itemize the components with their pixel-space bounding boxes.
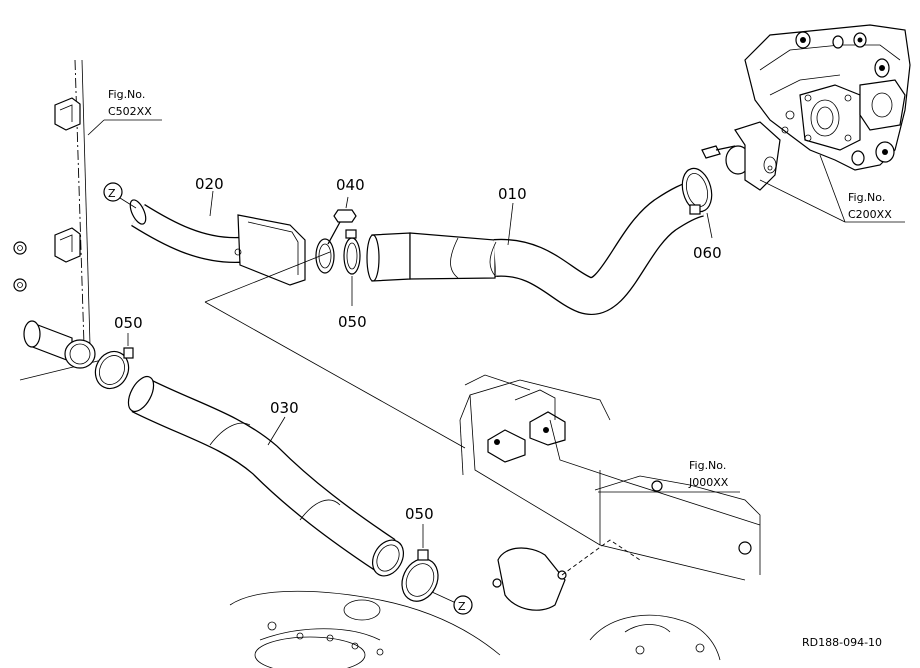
leader-z-to-frame: [204, 251, 331, 303]
frame-bracket-left: [13, 59, 111, 381]
label-050-left: 050: [114, 314, 143, 332]
marker-z-bottom-text: Z: [458, 600, 466, 613]
pump-fitting: [701, 121, 781, 191]
label-020: 020: [195, 175, 224, 193]
fig-ref-c502[interactable]: Fig.No. C502XX: [87, 88, 162, 136]
label-050-bottom: 050: [405, 505, 434, 523]
label-030: 030: [270, 399, 299, 417]
hose-clamp-050-mid[interactable]: 050: [338, 229, 367, 331]
drawing-code: RD188-094-10: [802, 636, 882, 649]
label-040: 040: [336, 176, 365, 194]
marker-z-top-text: Z: [108, 187, 116, 200]
fig-ref-c502-line2: C502XX: [108, 105, 152, 118]
callout-020[interactable]: 020: [195, 175, 224, 217]
callout-030[interactable]: 030: [267, 399, 299, 446]
fig-ref-j000[interactable]: Fig.No. J000XX: [598, 459, 740, 493]
fig-ref-c200-line1: Fig.No.: [848, 191, 885, 204]
hydraulic-pump-assembly: [744, 24, 911, 171]
hose-020[interactable]: [127, 198, 335, 286]
label-050-mid: 050: [338, 313, 367, 331]
fig-ref-c200-line2: C200XX: [848, 208, 892, 221]
fig-ref-j000-line2: J000XX: [688, 476, 729, 489]
fig-ref-c200[interactable]: Fig.No. C200XX: [759, 154, 905, 223]
fig-ref-j000-line1: Fig.No.: [689, 459, 726, 472]
fig-ref-c502-line1: Fig.No.: [108, 88, 145, 101]
hose-clamp-050-left[interactable]: 050: [89, 314, 143, 394]
connection-marker-z-bottom: Z: [431, 591, 473, 615]
hose-010[interactable]: [366, 179, 705, 315]
hose-030[interactable]: [123, 373, 409, 582]
leader-frame-diagonal: [204, 301, 466, 449]
label-060: 060: [693, 244, 722, 262]
main-frame: [229, 374, 761, 668]
bolt-040[interactable]: 040: [327, 176, 365, 245]
label-010: 010: [498, 185, 527, 203]
pipe-stub-left: [23, 320, 96, 369]
callout-010[interactable]: 010: [498, 185, 527, 246]
connection-marker-z-top: Z: [103, 182, 137, 209]
hose-clamp-060[interactable]: 060: [678, 165, 722, 262]
hose-clamp-050-bottom[interactable]: 050: [395, 505, 444, 607]
